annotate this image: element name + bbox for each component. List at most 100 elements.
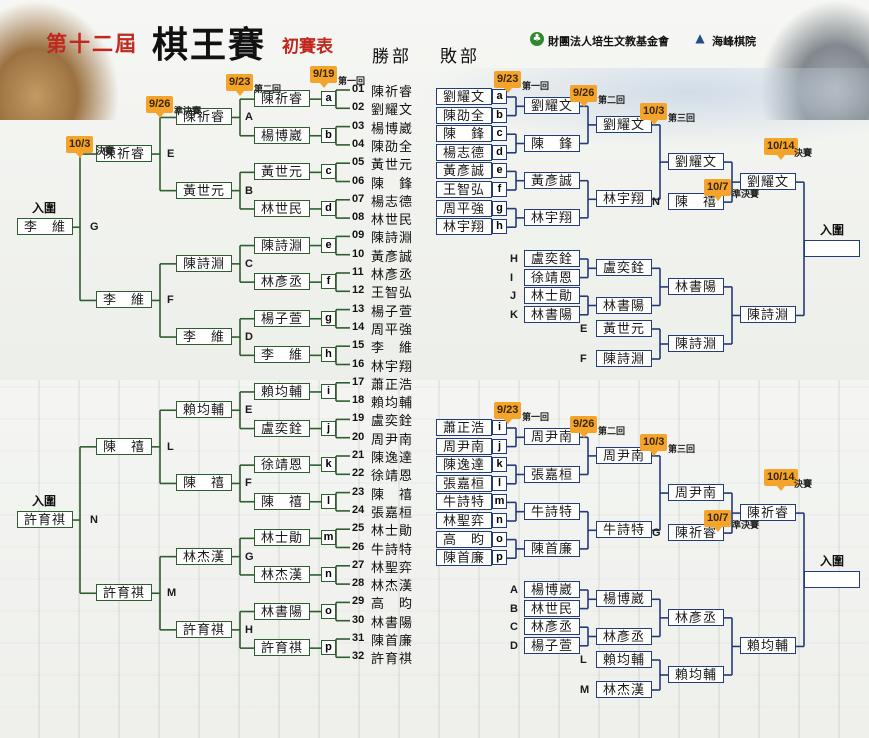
round3-winner: 許育祺 xyxy=(96,584,152,602)
group-letter: F xyxy=(580,353,587,365)
player-name: 陳祈睿 xyxy=(371,85,414,100)
match-letter: a xyxy=(321,91,336,107)
round1-winner: 陳 禧 xyxy=(254,492,310,510)
title-prefix: 第十二屆 xyxy=(46,31,138,56)
player-name: 徐靖恩 xyxy=(371,469,414,485)
title-suffix: 初賽表 xyxy=(282,37,333,57)
round2-winner: 李 維 xyxy=(176,328,232,346)
player-number: 08 xyxy=(352,211,365,224)
losers-round1-player: 陳首廉 xyxy=(436,549,492,567)
player-number: 20 xyxy=(352,430,365,443)
player-number: 03 xyxy=(352,119,365,132)
player-name: 陳逸達 xyxy=(371,451,414,466)
date-tag: 10/3 xyxy=(66,136,94,158)
match-letter: o xyxy=(492,531,507,547)
match-letter: b xyxy=(492,107,507,123)
winners-bracket-label: 勝部 xyxy=(372,47,412,67)
losers-entrant: 林世民 xyxy=(524,599,580,617)
round1-winner: 陳詩淵 xyxy=(254,236,310,254)
losers-round2-player: 楊博崴 xyxy=(596,590,652,608)
player-number: 31 xyxy=(352,632,365,644)
player-number: 27 xyxy=(352,558,365,571)
date-tag: 9/26 xyxy=(146,96,174,118)
group-letter: F xyxy=(167,294,174,307)
group-letter: A xyxy=(510,584,518,596)
round1-winner: 楊子萱 xyxy=(254,309,310,327)
group-letter: H xyxy=(245,623,253,636)
player-number: 28 xyxy=(352,577,365,590)
match-letter: l xyxy=(321,493,336,509)
losers-final-player: 劉耀文 xyxy=(740,173,796,191)
group-letter: M xyxy=(580,684,590,696)
losers-round2-player: 周尹南 xyxy=(524,428,580,446)
round1-winner: 林杰漢 xyxy=(254,565,310,583)
losers-semi-player: 周尹南 xyxy=(668,484,724,502)
enter-label: 入圍 xyxy=(820,553,845,568)
losers-round2-player: 劉耀文 xyxy=(524,97,580,115)
enter-label: 入圍 xyxy=(820,222,845,237)
player-name: 張嘉桓 xyxy=(371,505,414,521)
group-letter: B xyxy=(245,184,253,197)
losers-round3-player: 林宇翔 xyxy=(596,190,652,208)
player-number: 13 xyxy=(352,302,365,315)
player-name: 楊志德 xyxy=(371,194,414,210)
losers-round3-player: 周尹南 xyxy=(596,446,652,464)
losers-entrant: 楊博崴 xyxy=(524,581,580,598)
group-letter: G xyxy=(245,550,254,563)
player-number: 01 xyxy=(352,83,365,95)
match-letter: i xyxy=(492,420,507,435)
round-label: 決賽 xyxy=(794,480,813,491)
player-name: 林彥丞 xyxy=(371,268,414,283)
player-number: 25 xyxy=(352,522,365,535)
round1-winner: 林彥丞 xyxy=(254,273,310,291)
round1-winner: 許育祺 xyxy=(254,639,310,657)
group-letter: L xyxy=(580,654,587,666)
match-letter: a xyxy=(492,89,507,104)
losers-round1-player: 陳劭全 xyxy=(436,106,492,124)
losers-round2-player: 林宇翔 xyxy=(524,208,580,226)
date-tag: 9/23 xyxy=(494,402,522,424)
group-letter: D xyxy=(510,639,518,652)
player-name: 黃世元 xyxy=(371,158,414,174)
group-letter: B xyxy=(510,602,518,615)
player-name: 陳詩淵 xyxy=(371,231,414,247)
date-tag: 10/7 xyxy=(704,179,732,202)
losers-round1-player: 張嘉桓 xyxy=(436,474,492,492)
losers-final-player: 陳祈睿 xyxy=(740,504,796,522)
losers-round2-player: 黃彥誠 xyxy=(524,171,580,189)
player-number: 10 xyxy=(352,247,365,260)
player-number: 14 xyxy=(352,320,365,333)
organizer-foundation: 財團法人培生文教基金會 xyxy=(548,35,669,48)
group-letter: G xyxy=(90,221,99,234)
losers-entrant: 陳詩淵 xyxy=(596,350,652,367)
losers-round2-player: 張嘉桓 xyxy=(524,465,580,483)
losers-round3-player: 陳詩淵 xyxy=(668,335,724,352)
round3-winner: 陳祈睿 xyxy=(96,145,152,163)
player-name: 陳首廉 xyxy=(371,634,414,649)
player-number: 11 xyxy=(352,266,364,278)
losers-round1-player: 周平強 xyxy=(436,199,492,217)
player-name: 高 昀 xyxy=(371,597,414,613)
date-tag: 10/3 xyxy=(640,434,668,456)
losers-round1-player: 黃彥誠 xyxy=(436,162,492,180)
player-name: 劉耀文 xyxy=(371,103,414,119)
round1-winner: 林世民 xyxy=(254,199,310,217)
player-number: 22 xyxy=(352,467,365,480)
group-letter: E xyxy=(580,323,588,335)
round2-winner: 林杰漢 xyxy=(176,547,232,565)
round-label: 第二回 xyxy=(254,85,282,95)
date-tag: 9/23 xyxy=(494,71,522,93)
round1-winner: 林書陽 xyxy=(254,602,310,620)
date-tag: 10/7 xyxy=(704,510,732,533)
player-name: 陳 鋒 xyxy=(371,176,414,192)
date-tag: 10/3 xyxy=(640,103,668,125)
match-letter: f xyxy=(321,274,336,290)
round1-winner: 楊博崴 xyxy=(254,126,310,144)
losers-entrant: 林士勛 xyxy=(524,287,580,305)
date-tag: 10/14 xyxy=(764,469,798,492)
round3-winner: 李 維 xyxy=(96,291,152,309)
round1-winner: 盧奕銓 xyxy=(254,419,310,437)
losers-semi-player: 陳詩淵 xyxy=(740,306,796,324)
losers-round2-player: 林彥丞 xyxy=(596,627,652,645)
